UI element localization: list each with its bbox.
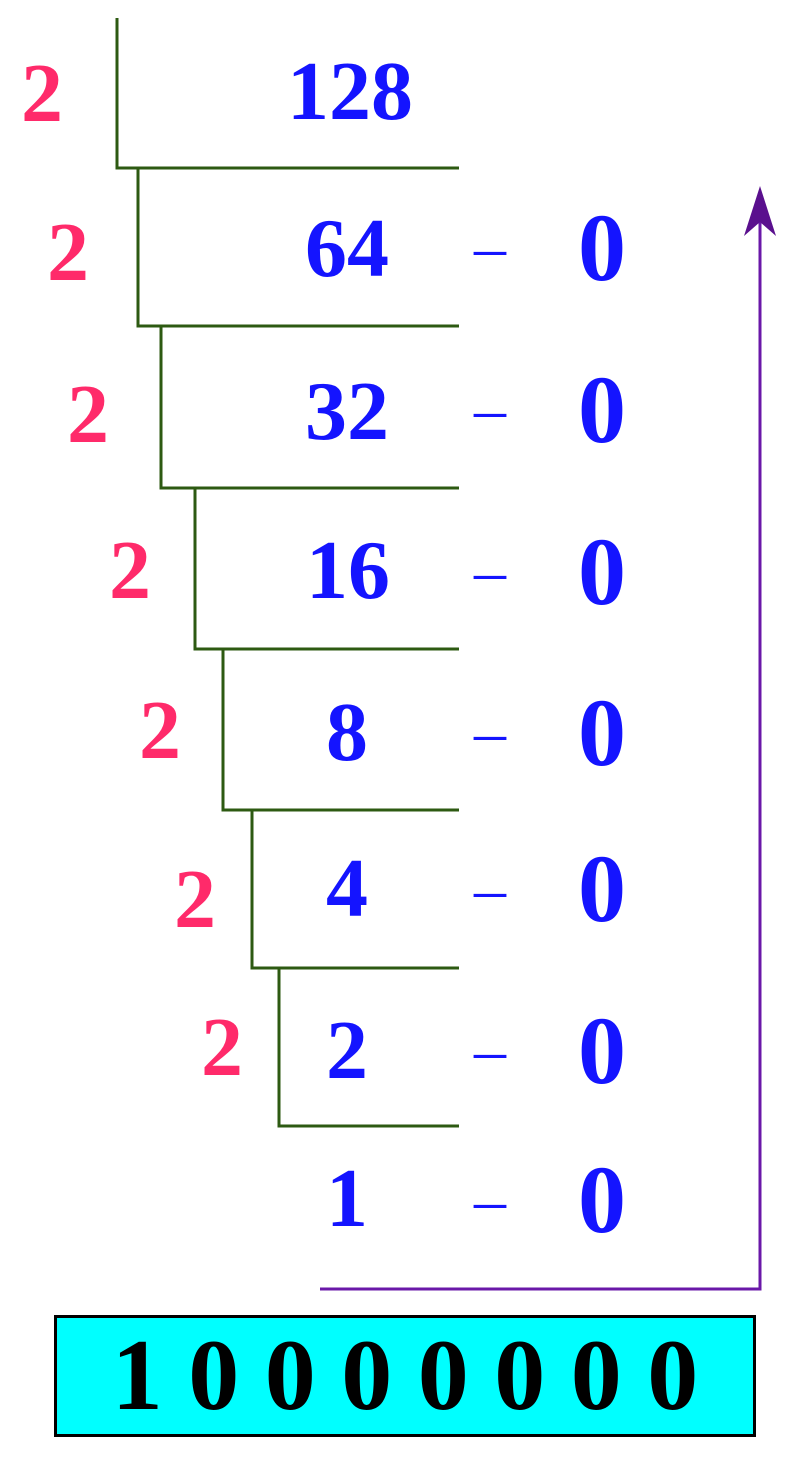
remainder-value: 0 [578,356,626,463]
divisor-label: 2 [67,368,109,461]
divisor-label: 2 [201,1001,243,1094]
division-bracket [277,968,459,1128]
arrow-up-icon [744,186,776,236]
division-bracket [221,649,459,812]
separator-dash: – [473,373,507,444]
quotient-value: 2 [326,1004,368,1097]
quotient-value: 64 [305,202,389,295]
separator-dash: – [473,1164,507,1235]
remainder-value: 0 [578,518,626,625]
quotient-value: 4 [326,842,368,935]
separator-dash: – [473,853,507,924]
quotient-value: 8 [326,686,368,779]
remainder-value: 0 [578,835,626,942]
divisor-label: 2 [174,853,216,946]
quotient-value: 32 [305,365,389,458]
quotient-value: 16 [306,524,390,617]
remainder-value: 0 [578,679,626,786]
division-bracket [136,168,459,328]
quotient-value: 1 [326,1152,368,1245]
division-bracket [115,18,459,170]
remainder-value: 0 [578,1146,626,1253]
binary-result: 1 0 0 0 0 0 0 0 [111,1319,699,1432]
divisor-label: 2 [139,684,181,777]
divisor-label: 2 [47,206,89,299]
divisor-label: 2 [109,524,151,617]
separator-dash: – [473,211,507,282]
remainder-value: 0 [578,997,626,1104]
division-bracket [159,326,459,490]
separator-dash: – [473,535,507,606]
separator-dash: – [473,1014,507,1085]
binary-result-box: 1 0 0 0 0 0 0 0 [54,1315,756,1437]
remainder-value: 0 [578,194,626,301]
divisor-label: 2 [21,47,63,140]
dividend-value: 128 [287,45,413,138]
separator-dash: – [473,696,507,767]
read-direction-arrow-line [320,215,762,1291]
division-bracket [193,488,459,651]
division-bracket [250,810,459,970]
